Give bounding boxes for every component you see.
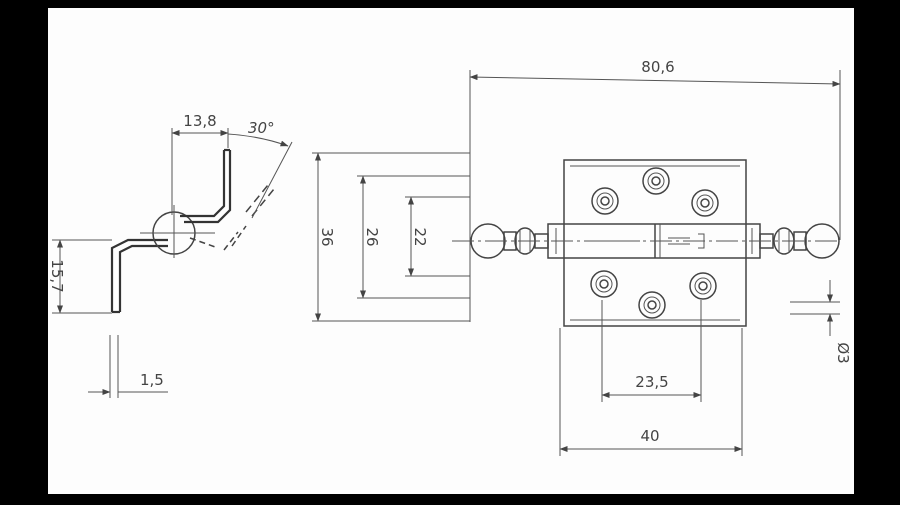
dim-inner-height: 26 — [363, 227, 381, 246]
dim-pin-diameter: Ø3 — [834, 342, 852, 363]
dim-hole-spacing: 23,5 — [635, 373, 668, 391]
profile-upper-leaf — [180, 150, 226, 218]
dim-leaf-width: 40 — [640, 427, 659, 445]
screw-hole — [689, 272, 717, 300]
screw-hole — [691, 189, 719, 217]
dim-angle: 30° — [248, 119, 275, 137]
screw-hole — [591, 187, 619, 215]
screw-hole — [638, 291, 666, 319]
screw-holes — [590, 167, 719, 319]
profile-lower-leaf-inner — [118, 244, 168, 312]
dim-thickness: 1,5 — [140, 371, 164, 389]
front-view-dimensions: 80,6 23,5 40 Ø3 — [469, 58, 852, 456]
dim-leaf-height: 36 — [318, 227, 336, 246]
screw-hole — [642, 167, 670, 195]
screw-hole — [590, 270, 618, 298]
dim-bend-width: 13,8 — [183, 112, 216, 130]
profile-lower-leaf — [110, 238, 168, 312]
side-profile-view: 13,8 30° 15,7 1,5 — [48, 112, 293, 398]
hinge-leaf-plate — [563, 159, 747, 327]
height-dimensions: 36 26 22 — [312, 152, 470, 322]
paper-area — [48, 8, 854, 494]
dim-overall-length: 80,6 — [641, 58, 674, 76]
dim-knuckle-height: 22 — [411, 227, 429, 246]
hinge-front-view — [452, 159, 840, 327]
dim-height: 15,7 — [48, 259, 66, 292]
